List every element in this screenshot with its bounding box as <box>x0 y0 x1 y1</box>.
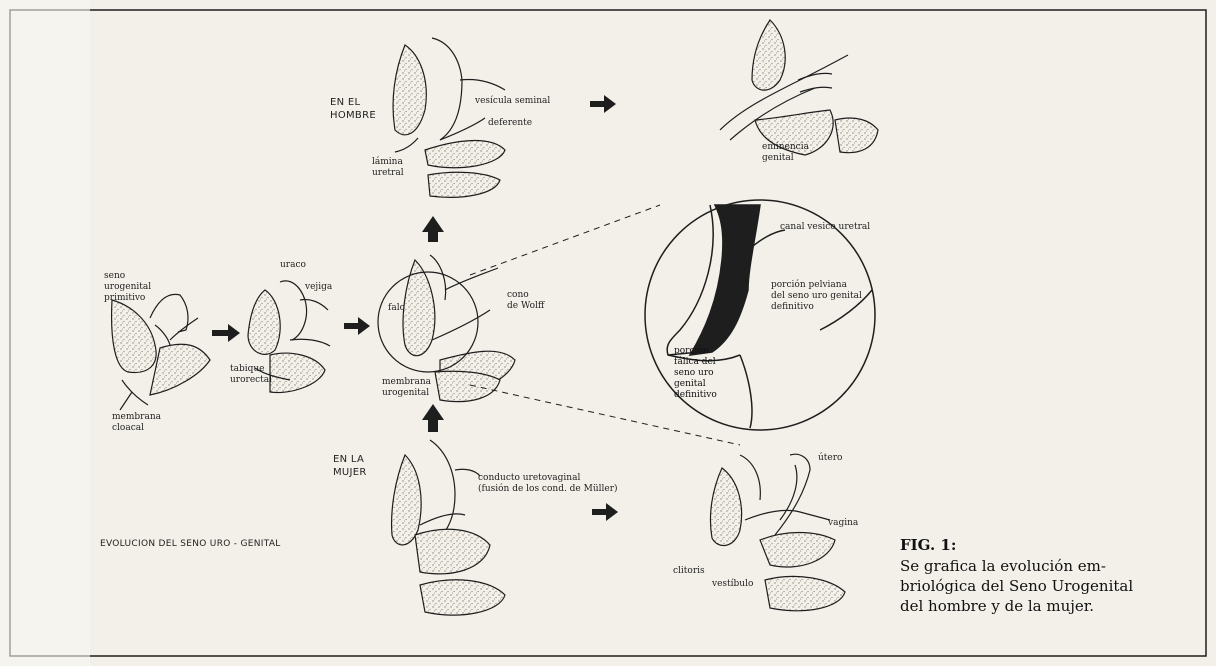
arrow-1 <box>212 324 240 342</box>
label-membrana-cloacal: membrana cloacal <box>112 412 161 434</box>
label-canal-vesico-uretral: canal vesico uretral <box>780 222 870 233</box>
caption-body: Se grafica la evolución em- briológica d… <box>900 556 1190 616</box>
label-deferente: deferente <box>488 118 532 129</box>
arrow-male <box>590 95 616 113</box>
stage-female <box>392 440 505 615</box>
arrow-up-top <box>422 216 444 242</box>
label-vestibulo: vestíbulo <box>712 579 753 590</box>
label-seno-urogenital-primitivo: seno urogenital primitivo <box>104 271 151 304</box>
arrow-female <box>592 503 618 521</box>
label-porcion-falica: porción fálica del seno uro genital defi… <box>674 346 717 401</box>
label-eminencia-genital: eminencia genital <box>762 142 809 164</box>
arrow-up-bottom <box>422 404 444 432</box>
label-lamina-uretral: lámina uretral <box>372 157 404 179</box>
label-membrana-urogenital: membrana urogenital <box>382 377 431 399</box>
label-uraco: uraco <box>280 260 306 271</box>
header-female: EN LA MUJER <box>333 453 367 479</box>
caption-title: FIG. 1: <box>900 536 956 554</box>
scan-edge <box>0 0 90 666</box>
label-vejiga: vejiga <box>305 282 332 293</box>
label-falo: falo <box>388 303 405 314</box>
label-cono-de-wolff: cono de Wolff <box>507 290 544 312</box>
figure-subtitle: EVOLUCION DEL SENO URO - GENITAL <box>100 539 281 549</box>
arrow-2 <box>344 317 370 335</box>
header-male: EN EL HOMBRE <box>330 96 376 122</box>
label-vagina: vagina <box>828 518 858 529</box>
label-tabique-urorectal: tabique urorectal <box>230 364 272 386</box>
label-conducto-uretovaginal: conducto uretovaginal (fusión de los con… <box>478 473 618 495</box>
stage-male-final <box>720 20 878 155</box>
stage-primitive-sinus <box>112 294 210 410</box>
label-porcion-pelviana: porción pelviana del seno uro genital de… <box>771 280 862 313</box>
label-utero: útero <box>818 453 842 464</box>
label-vesicula-seminal: vesícula seminal <box>475 96 550 107</box>
label-clitoris: clitoris <box>673 566 705 577</box>
